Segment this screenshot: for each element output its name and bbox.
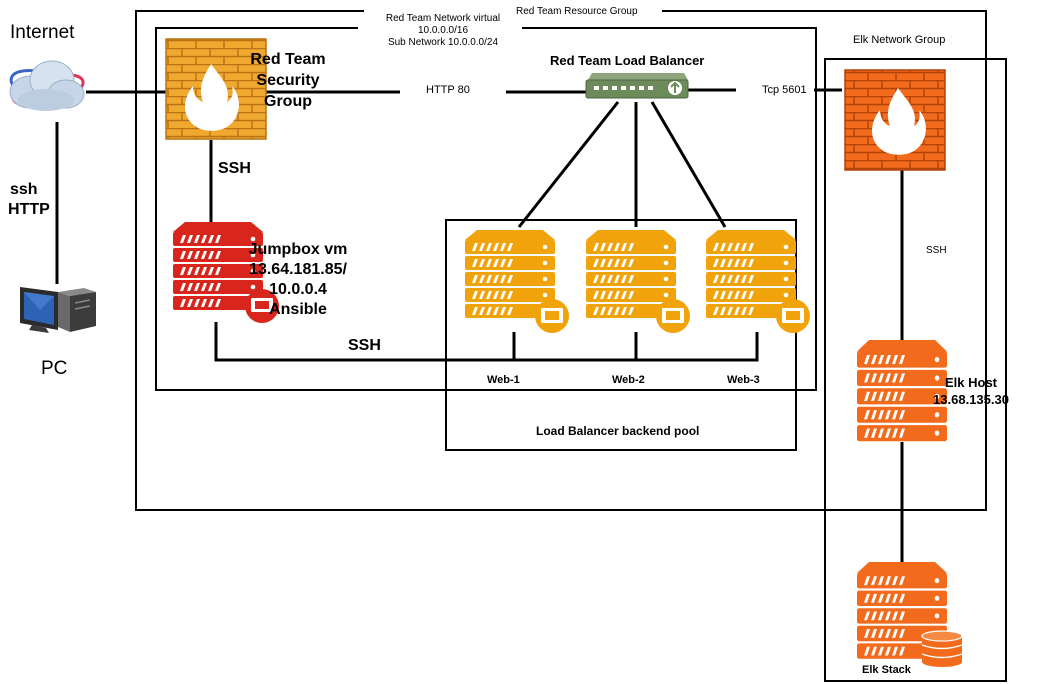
jumpbox-line-private-ip: 10.0.0.4 [269,281,327,298]
resource-group-box [135,10,987,511]
security-group-label: Red Team Security Group [238,49,338,112]
security-group-line-3: Group [264,93,312,110]
elk-stack-server-icon [857,562,963,667]
web-2-label: Web-2 [612,374,645,386]
ssh-http-label: ssh HTTP [8,180,50,220]
connections [55,88,904,562]
web-1-label: Web-1 [487,374,520,386]
backend-pool-box [445,219,797,451]
backend-pool-label: Load Balancer backend pool [536,424,700,438]
pc-icon [20,287,96,333]
network-virtual-label: Red Team Network virtual [385,13,501,24]
http80-label: HTTP 80 [426,84,470,96]
elk-network-group-box [824,58,1007,682]
web-1-server-icon [465,230,569,333]
ssh-sg-jumpbox-label: SSH [218,160,251,177]
ssh-jumpbox-web-label: SSH [348,337,381,354]
jumpbox-label: Jumpbox vm 13.64.181.85/ 10.0.0.4 Ansibl… [236,240,360,320]
internet-label: Internet [10,22,75,43]
pc-label: PC [41,358,68,379]
web-2-server-icon [586,230,690,333]
link-lb-web3 [650,101,727,228]
database-icon [921,630,963,667]
network-cidr-label: 10.0.0.0/16 [417,25,469,36]
elk-host-line-ip: 13.68.135.30 [933,392,1009,407]
jumpbox-line-name: Jumpbox vm [248,241,348,258]
jumpbox-line-public-ip: 13.64.181.85/ [249,261,347,278]
web-3-server-icon [706,230,810,333]
web-3-label: Web-3 [727,374,760,386]
security-group-firewall-icon [165,38,267,140]
resource-group-label: Red Team Resource Group [516,6,638,17]
group-boundaries [135,10,1007,682]
elk-stack-label: Elk Stack [862,664,911,676]
subnet-label: Sub Network 10.0.0.0/24 [387,37,499,48]
link-lb-web1 [517,101,620,228]
virtual-network-box [155,27,817,391]
elk-firewall-icon [844,69,946,171]
security-group-line-1: Red Team [250,51,326,68]
tcp5601-label: Tcp 5601 [762,84,807,96]
load-balancer-icon [585,73,689,99]
security-group-line-2: Security [256,72,320,89]
internet-cloud-icon [9,60,85,111]
ssh-http-line-2: HTTP [8,201,50,218]
elk-network-group-label: Elk Network Group [853,34,946,46]
jumpbox-line-role: Ansible [269,301,327,318]
jumpbox-server-icon [173,222,279,323]
elk-host-label: Elk Host 13.68.135.30 [922,374,1020,408]
ssh-elk-label: SSH [926,245,947,256]
ssh-http-line-1: ssh [10,181,38,198]
load-balancer-label: Red Team Load Balancer [550,53,705,68]
elk-host-line-name: Elk Host [944,375,997,390]
link-jumpbox-webservers [214,322,759,362]
